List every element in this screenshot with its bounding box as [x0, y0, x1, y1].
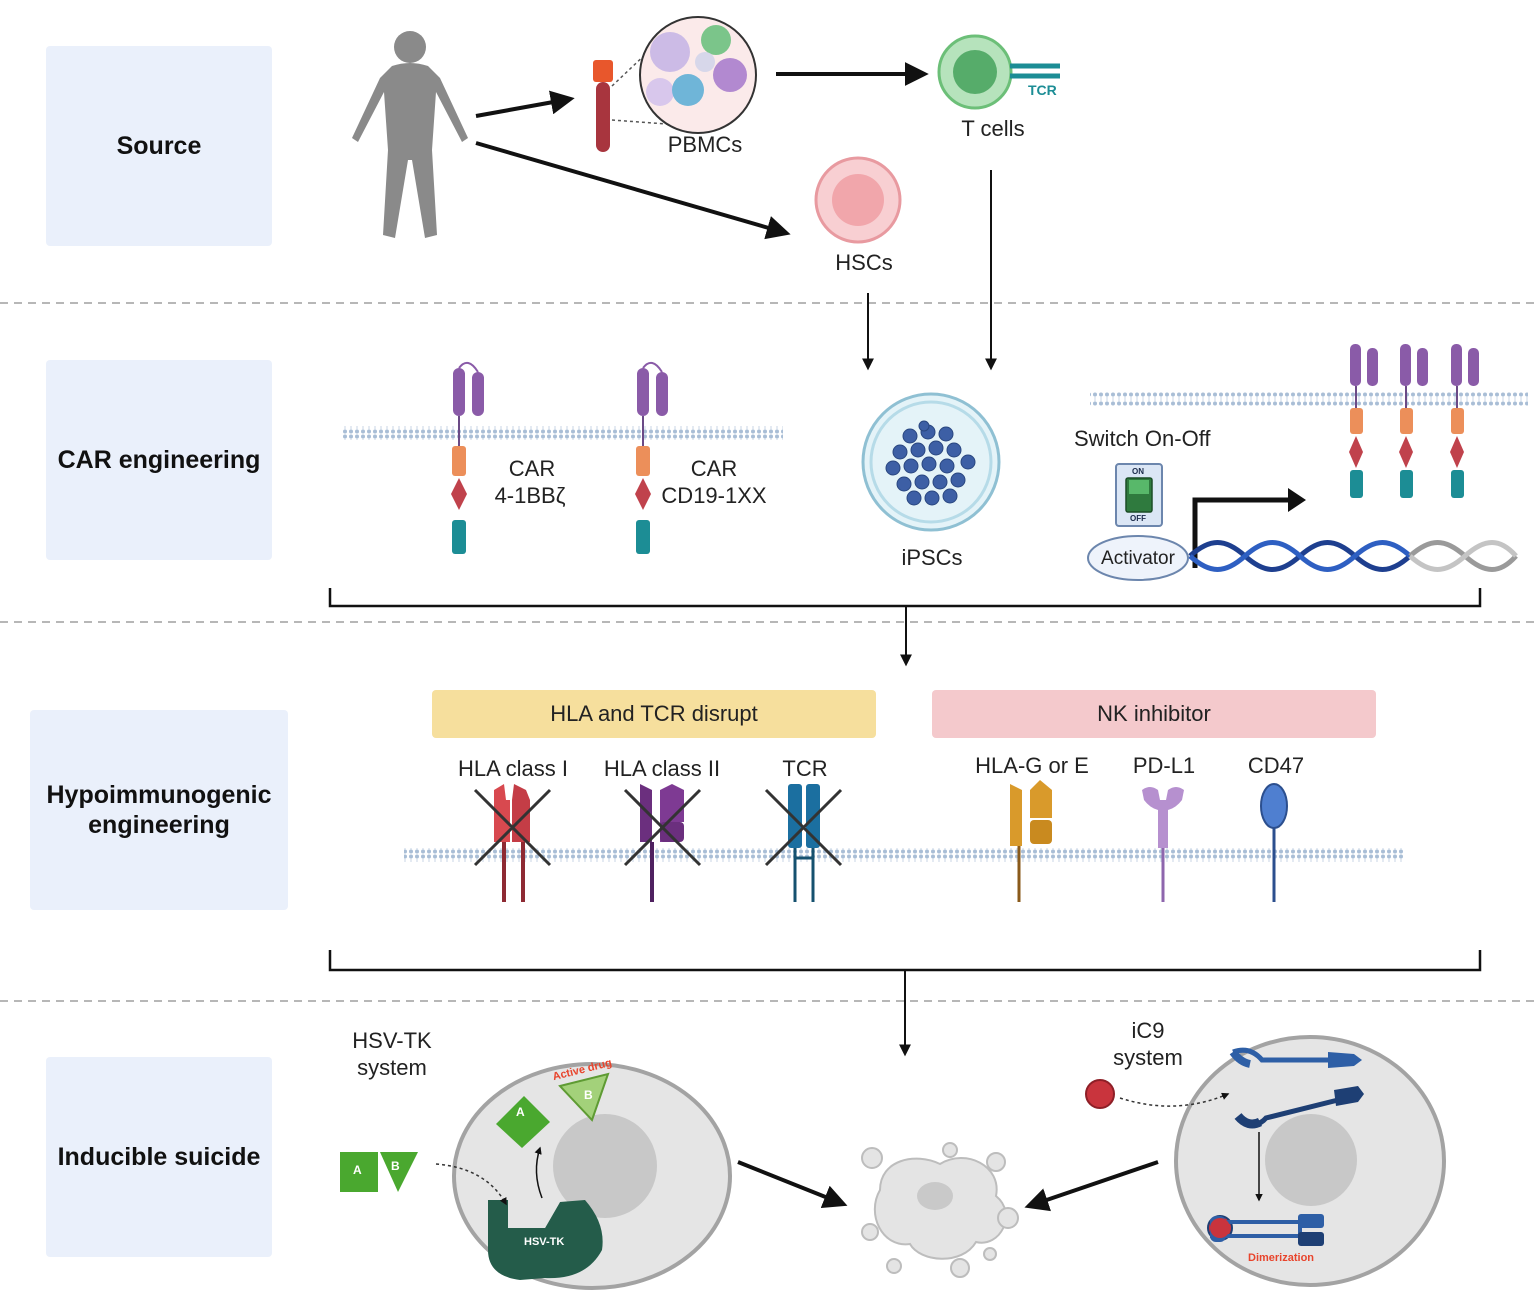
label-switch-on: ON	[1132, 467, 1144, 476]
human-figure-icon	[352, 31, 468, 238]
category-nk-inhibitor: NK inhibitor	[932, 690, 1376, 738]
pbmcs-icon	[639, 16, 757, 134]
section-dividers	[0, 302, 1535, 1002]
switch-membrane	[1090, 392, 1528, 406]
hypo-title-line2: engineering	[88, 811, 230, 839]
hla-class-1-icon	[473, 784, 552, 902]
arrow-human-to-blood	[475, 90, 575, 118]
hypo-title-line1: Hypoimmunogenic	[46, 781, 272, 809]
label-active-drug-a: A	[516, 1105, 525, 1119]
label-ic9-line2: system	[1113, 1045, 1183, 1070]
section-inducible-suicide: Inducible suicide	[46, 1057, 272, 1257]
arrow-hsvtk-to-death	[737, 1160, 848, 1209]
label-car1-line2: 4-1BBζ	[494, 483, 566, 508]
section-car-engineering: CAR engineering	[46, 360, 272, 560]
label-tcr-tag: TCR	[1028, 82, 1057, 98]
label-car1-line1: CAR	[508, 456, 556, 481]
label-switch-on-off: Switch On-Off	[1074, 426, 1211, 451]
label-ipscs: iPSCs	[901, 545, 963, 570]
label-activator: Activator	[1101, 548, 1175, 569]
label-car2-line2: CD19-1XX	[661, 483, 767, 508]
hypo-membrane	[404, 848, 1404, 862]
car-4-1bbz-icon	[451, 361, 484, 554]
label-drug-a: A	[353, 1163, 362, 1177]
car-cd19-icon	[635, 361, 668, 554]
label-tcr: TCR	[782, 756, 828, 781]
switch-car-receptors	[1349, 344, 1479, 498]
label-cd47: CD47	[1247, 753, 1305, 778]
car-membrane	[343, 426, 783, 440]
hla-class-2-icon	[623, 784, 702, 902]
label-switch-off: OFF	[1130, 514, 1146, 523]
arrow-human-to-hscs	[475, 141, 791, 240]
ic9-cell	[1174, 1035, 1446, 1287]
label-active-drug-b: B	[584, 1088, 593, 1102]
hla-g-e-icon	[1010, 780, 1052, 902]
label-hla-class-2: HLA class II	[603, 756, 721, 781]
label-hsvtk-line1: HSV-TK	[352, 1028, 432, 1053]
label-dimerization: Dimerization	[1248, 1252, 1315, 1264]
category-hla-tcr-disrupt: HLA and TCR disrupt	[432, 690, 876, 738]
prodrug-ab-icon	[340, 1152, 418, 1192]
label-drug-b: B	[391, 1159, 400, 1173]
cd47-icon	[1260, 783, 1288, 902]
label-pbmcs: PBMCs	[667, 132, 743, 157]
switch-toggle-icon	[1115, 463, 1163, 527]
label-pd-l1: PD-L1	[1132, 753, 1196, 778]
label-t-cells: T cells	[961, 116, 1025, 141]
apoptotic-cell-icon	[861, 1142, 1019, 1278]
bracket-hypo	[328, 950, 1482, 972]
pd-l1-icon	[1142, 787, 1184, 902]
hsc-icon	[814, 156, 902, 244]
hsv-tk-cell	[452, 1062, 732, 1290]
arrow-drug-to-ic9	[1119, 1092, 1230, 1107]
section-source: Source	[46, 46, 272, 246]
blood-tube-icon	[593, 60, 613, 152]
ipscs-icon	[861, 392, 1001, 532]
label-hscs: HSCs	[835, 250, 893, 275]
label-hsvtk-enzyme: HSV-TK	[524, 1236, 565, 1248]
activator-dna-icon	[1087, 488, 1518, 581]
label-hla-g-e: HLA-G or E	[975, 753, 1089, 778]
label-ic9-line1: iC9	[1131, 1018, 1165, 1043]
label-hsvtk-line2: system	[357, 1055, 427, 1080]
bracket-car	[328, 588, 1482, 608]
label-car2-line1: CAR	[690, 456, 738, 481]
label-hla-class-1: HLA class I	[457, 756, 569, 781]
arrow-ic9-to-death	[1024, 1160, 1159, 1212]
arrow-prodrug-to-hsvtk	[435, 1163, 507, 1206]
tcr-disrupt-icon	[764, 784, 843, 902]
dimerizer-drug-icon	[1085, 1079, 1115, 1109]
section-hypoimmunogenic: Hypoimmunogenic engineering	[30, 710, 288, 910]
t-cell-icon	[937, 34, 1060, 110]
